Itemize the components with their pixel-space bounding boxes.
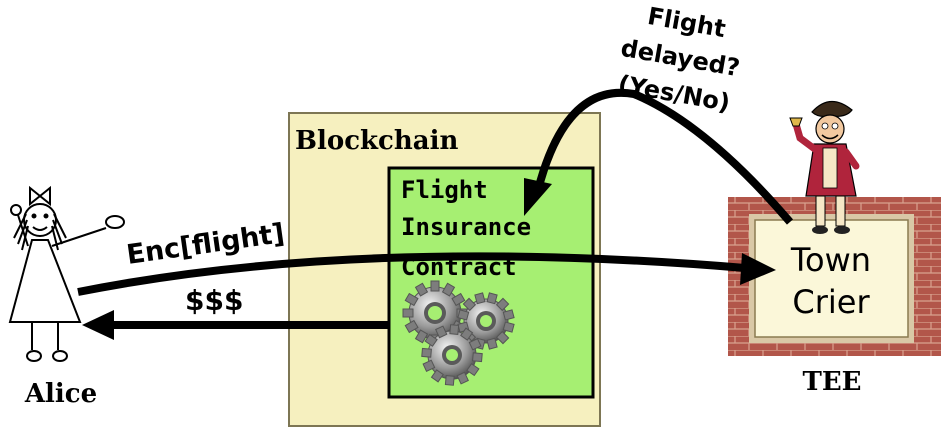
query-arrow bbox=[524, 88, 794, 225]
stick-figure-icon bbox=[8, 185, 125, 362]
payout-arrow-label: $$$ bbox=[185, 284, 243, 317]
query-label-line-1: Flight bbox=[645, 2, 727, 43]
town-crier-icon bbox=[789, 100, 860, 234]
blockchain-label: Blockchain bbox=[295, 126, 458, 156]
town-crier-line-1: Town bbox=[790, 241, 871, 279]
alice-label: Alice bbox=[24, 379, 97, 409]
contract-box: Flight Insurance Contract bbox=[387, 166, 595, 399]
contract-line-2: Insurance bbox=[401, 213, 531, 241]
gears-icon bbox=[402, 280, 515, 386]
tee-label: TEE bbox=[803, 367, 862, 397]
query-arrow-label: Flight delayed? (Yes/No) bbox=[616, 2, 742, 117]
payout-arrow bbox=[82, 310, 389, 340]
request-arrow bbox=[77, 252, 776, 296]
tee-box: Town Crier TEE bbox=[728, 197, 941, 397]
contract-line-1: Flight bbox=[401, 176, 488, 204]
town-crier-line-2: Crier bbox=[792, 283, 870, 321]
